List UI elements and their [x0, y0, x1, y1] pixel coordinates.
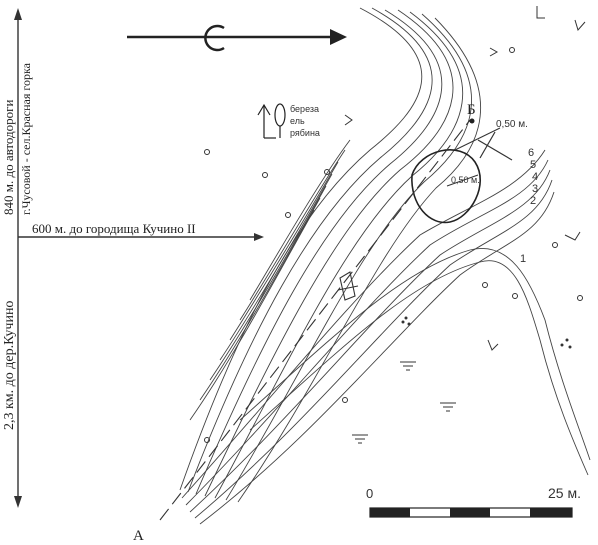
marsh-icon [440, 402, 456, 412]
deciduous-tree-icon [342, 397, 348, 403]
scale-end: 25 м. [548, 485, 581, 501]
marsh-icon [352, 434, 368, 444]
contour-numbers: 6 5 4 3 2 1 [520, 147, 538, 265]
contour-number: 1 [520, 253, 526, 265]
deciduous-tree-icon [577, 295, 583, 301]
deciduous-tree-icon [512, 293, 518, 299]
dimension-label-top: 0,50 м. [496, 119, 528, 130]
road-distance-line1: 840 м. до автодороги [1, 99, 16, 215]
road-distance-line2: г.Чусовой - сел.Красная горка [19, 62, 33, 215]
distance-axes [14, 8, 264, 508]
stone-cluster-icon [401, 316, 572, 349]
dimension-label-inner: 0,50 м. [451, 175, 480, 185]
deciduous-tree-icon [204, 149, 210, 155]
contour-number: 2 [530, 195, 536, 207]
contour-number: 3 [532, 183, 538, 195]
conifer-tree-icon [536, 6, 545, 19]
contour-number: 4 [532, 171, 538, 183]
deciduous-tree-icon [482, 282, 488, 288]
kuchino-village-distance: 2,3 км. до дер.Кучино [2, 301, 17, 430]
point-b-label: Б [467, 102, 476, 118]
gorodishche-distance: 600 м. до городища Кучино II [32, 221, 196, 236]
tree-legend: береза ель рябина [257, 103, 320, 139]
structure-sketch [337, 271, 359, 301]
deciduous-tree-icon [285, 212, 291, 218]
contour-number: 6 [528, 147, 534, 159]
dimension-marks [446, 127, 513, 187]
tree-icon [257, 103, 286, 139]
scale-start: 0 [366, 486, 373, 501]
excavation-outline [411, 149, 481, 224]
conifer-tree-icon [574, 19, 586, 32]
marsh-icon [400, 361, 416, 371]
conifer-tree-icon [489, 47, 499, 57]
conifer-tree-icon [487, 339, 499, 351]
point-a-label: А [133, 528, 144, 544]
deciduous-tree-icon [204, 437, 210, 443]
deciduous-tree-icon [324, 169, 330, 175]
scale-bar: 0 25 м. [366, 485, 581, 518]
north-arrow-icon [127, 24, 347, 52]
contour-number: 5 [530, 159, 536, 171]
legend-rowan: рябина [290, 128, 320, 138]
vegetation-symbols [204, 6, 586, 444]
deciduous-tree-icon [509, 47, 515, 53]
conifer-tree-icon [344, 114, 353, 126]
profile-line [159, 119, 471, 521]
deciduous-tree-icon [552, 242, 558, 248]
contour-lines [179, 7, 591, 525]
legend-birch: береза [290, 104, 319, 114]
conifer-tree-icon [564, 231, 581, 241]
legend-spruce: ель [290, 116, 305, 126]
point-b-marker [469, 118, 475, 124]
deciduous-tree-icon [262, 172, 268, 178]
